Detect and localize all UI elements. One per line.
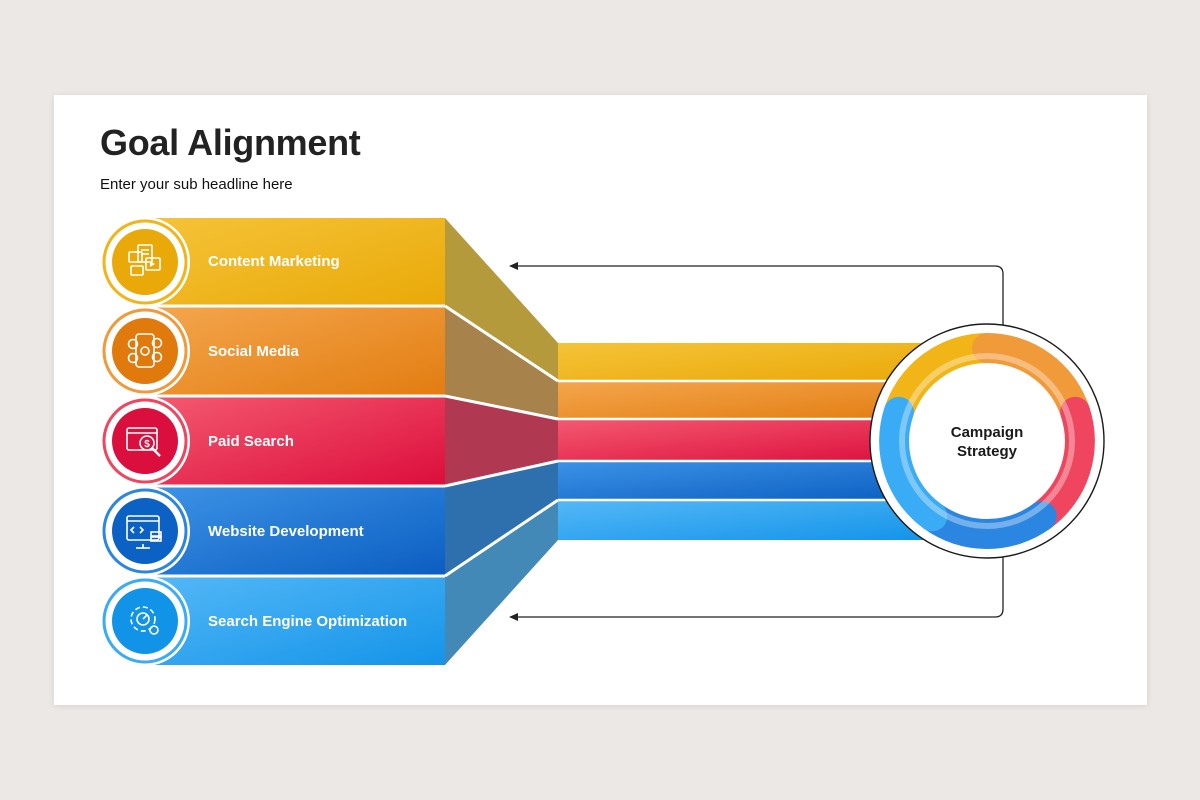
- stream-content-marketing: [558, 343, 930, 381]
- cycle-ring: [879, 333, 1095, 549]
- page-title: Goal Alignment: [100, 122, 361, 163]
- badge-content-marketing: [100, 217, 190, 307]
- funnel-face-social-media: [445, 306, 558, 419]
- funnel-face-paid-search: [445, 396, 558, 486]
- bar-seo: [150, 576, 445, 665]
- center-label: Campaign Strategy: [937, 423, 1037, 461]
- badge-seo: [100, 576, 190, 666]
- badge-paid-search: $: [100, 396, 190, 486]
- page-subtitle: Enter your sub headline here: [100, 176, 293, 193]
- bar-website-development: [150, 486, 445, 576]
- stream-social-media: [558, 381, 930, 419]
- website-development-icon: [126, 515, 162, 549]
- seo-icon: [130, 606, 159, 635]
- center-label-line1: Campaign: [950, 424, 1024, 441]
- cycle-segment-light-blue: [879, 396, 948, 532]
- item-label-content-marketing: Content Marketing: [208, 253, 340, 270]
- stream-website-development: [558, 461, 930, 500]
- bar-social-media: [150, 306, 445, 396]
- svg-text:$: $: [144, 439, 150, 450]
- bar-content-marketing: [150, 218, 445, 306]
- funnel-face-seo: [445, 500, 558, 665]
- feedback-arrow-top: [515, 265, 1004, 332]
- item-label-website-development: Website Development: [208, 523, 364, 540]
- feedback-arrow-bottom: [515, 550, 1004, 618]
- funnel-face-website-development: [445, 461, 558, 576]
- item-label-paid-search: Paid Search: [208, 433, 294, 450]
- social-media-icon: [127, 333, 163, 368]
- funnel-face-content-marketing: [445, 218, 558, 381]
- badge-website-development: [100, 486, 190, 576]
- stream-paid-search: [558, 419, 930, 461]
- arrowhead-top: [509, 262, 518, 270]
- badge-social-media: [100, 306, 190, 396]
- bar-paid-search: [150, 396, 445, 486]
- cycle-center: [921, 375, 1053, 507]
- item-label-social-media: Social Media: [208, 343, 299, 360]
- stream-seo: [558, 500, 930, 540]
- content-marketing-icon: [128, 244, 161, 276]
- paid-search-icon: [126, 427, 161, 457]
- center-label-line2: Strategy: [956, 443, 1018, 460]
- arrowhead-bottom: [509, 613, 518, 621]
- item-label-seo: Search Engine Optimization: [208, 613, 408, 630]
